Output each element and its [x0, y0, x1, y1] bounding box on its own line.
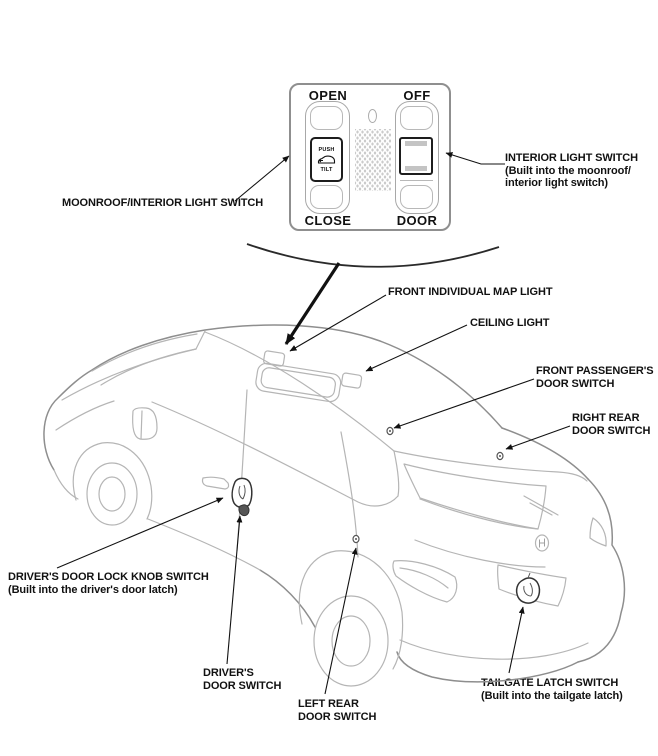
microphone-grille	[355, 129, 391, 191]
front-map-light	[263, 350, 286, 367]
moonroof-tilt-icon	[317, 155, 336, 164]
left-rear-door-switch-callout: LEFT REAR DOOR SWITCH	[298, 698, 377, 723]
slider-grip-top	[405, 141, 427, 146]
front-passenger-door-switch-pin	[386, 426, 394, 436]
close-label: CLOSE	[304, 213, 352, 228]
right-rear-door-switch-pin	[496, 451, 504, 461]
rocker-off-cap	[400, 106, 433, 130]
rocker-door-cap	[400, 185, 433, 209]
car-body-details	[53, 330, 607, 687]
interior-light-switch-callout: INTERIOR LIGHT SWITCH (Built into the mo…	[505, 152, 638, 189]
moonroof-push-tilt-button: PUSH TILT	[310, 137, 343, 182]
off-label: OFF	[403, 88, 431, 103]
tailgate-latch	[515, 572, 541, 604]
moonroof-switch-callout: MOONROOF/INTERIOR LIGHT SWITCH	[62, 197, 264, 209]
ceiling-light-callout: CEILING LIGHT	[470, 317, 550, 329]
moonroof-rocker-switch: PUSH TILT	[305, 101, 350, 214]
front-passenger-door-switch-arrow	[393, 378, 535, 429]
ceiling-light	[341, 372, 363, 389]
driver-door-latch	[231, 477, 253, 509]
map-light-callout: FRONT INDIVIDUAL MAP LIGHT	[388, 286, 553, 298]
left-rear-door-switch-pin	[352, 534, 360, 544]
interior-light-rocker-switch	[395, 101, 439, 214]
door-label: DOOR	[396, 213, 438, 228]
sensor-hole	[368, 109, 377, 123]
tailgate-latch-switch-arrow	[508, 606, 525, 674]
moonroof-opening	[255, 362, 342, 403]
moonroof-switch-arrow	[234, 155, 290, 202]
driver-door-lock-knob-arrow	[56, 497, 224, 569]
push-label: PUSH	[318, 146, 335, 153]
leader-arrows	[56, 152, 571, 695]
right-rear-door-switch-callout: RIGHT REAR DOOR SWITCH	[572, 412, 651, 437]
rocker-open-cap	[310, 106, 343, 130]
right-rear-door-switch-arrow	[505, 425, 571, 450]
driver-door-switch-callout: DRIVER'S DOOR SWITCH	[203, 667, 282, 692]
driver-door-lock-knob-switch-callout: DRIVER'S DOOR LOCK KNOB SWITCH (Built in…	[8, 571, 209, 596]
interior-light-switch-arrow	[445, 152, 505, 165]
switch-panel: OPEN OFF CLOSE DOOR PUSH TILT	[289, 83, 451, 231]
rocker-close-cap	[310, 185, 343, 209]
front-passenger-door-switch-callout: FRONT PASSENGER'S DOOR SWITCH	[536, 365, 654, 390]
driver-door-switch-arrow	[226, 515, 243, 665]
interior-light-slider	[399, 137, 433, 175]
open-label: OPEN	[308, 88, 348, 103]
tilt-label: TILT	[320, 166, 333, 173]
honda-emblem	[534, 534, 550, 552]
ceiling-light-arrow	[365, 324, 468, 372]
tailgate-latch-switch-callout: TAILGATE LATCH SWITCH (Built into the ta…	[481, 677, 623, 702]
driver-door-switch	[238, 504, 250, 517]
slider-grip-bottom	[405, 166, 427, 171]
headliner-arc	[246, 243, 500, 268]
slider-track-line	[400, 180, 433, 181]
map-light-arrow	[289, 294, 387, 352]
panel-location-arrow	[284, 262, 341, 345]
left-rear-door-switch-arrow	[324, 547, 358, 695]
